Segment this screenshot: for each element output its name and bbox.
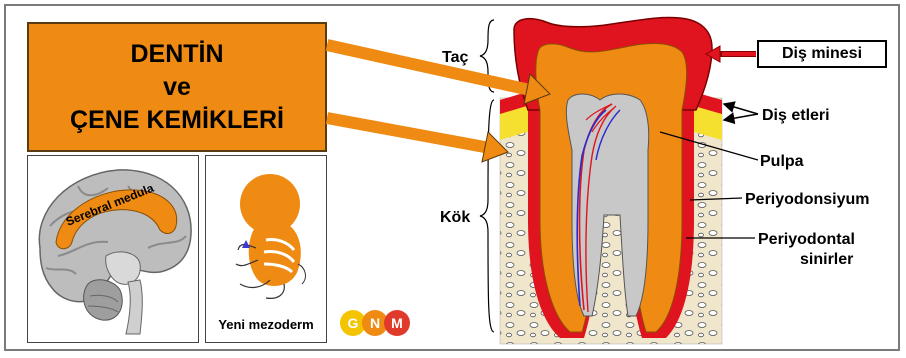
periodontium-label: Periyodonsiyum [745, 191, 869, 208]
nerves-label-line2: sinirler [800, 251, 853, 268]
gums-arrow-2 [724, 114, 758, 120]
crown-label: Taç [442, 49, 468, 66]
enamel-label: Diş minesi [757, 40, 887, 68]
nerves-label-line1: Periyodontal [758, 231, 855, 248]
root-label: Kök [440, 209, 470, 226]
arrow-to-crown-dentin [327, 45, 530, 90]
gums-arrow-1 [724, 104, 758, 114]
pulp-label: Pulpa [760, 153, 804, 170]
arrow-to-jaw [327, 118, 490, 148]
gums-label: Diş etleri [762, 107, 830, 124]
